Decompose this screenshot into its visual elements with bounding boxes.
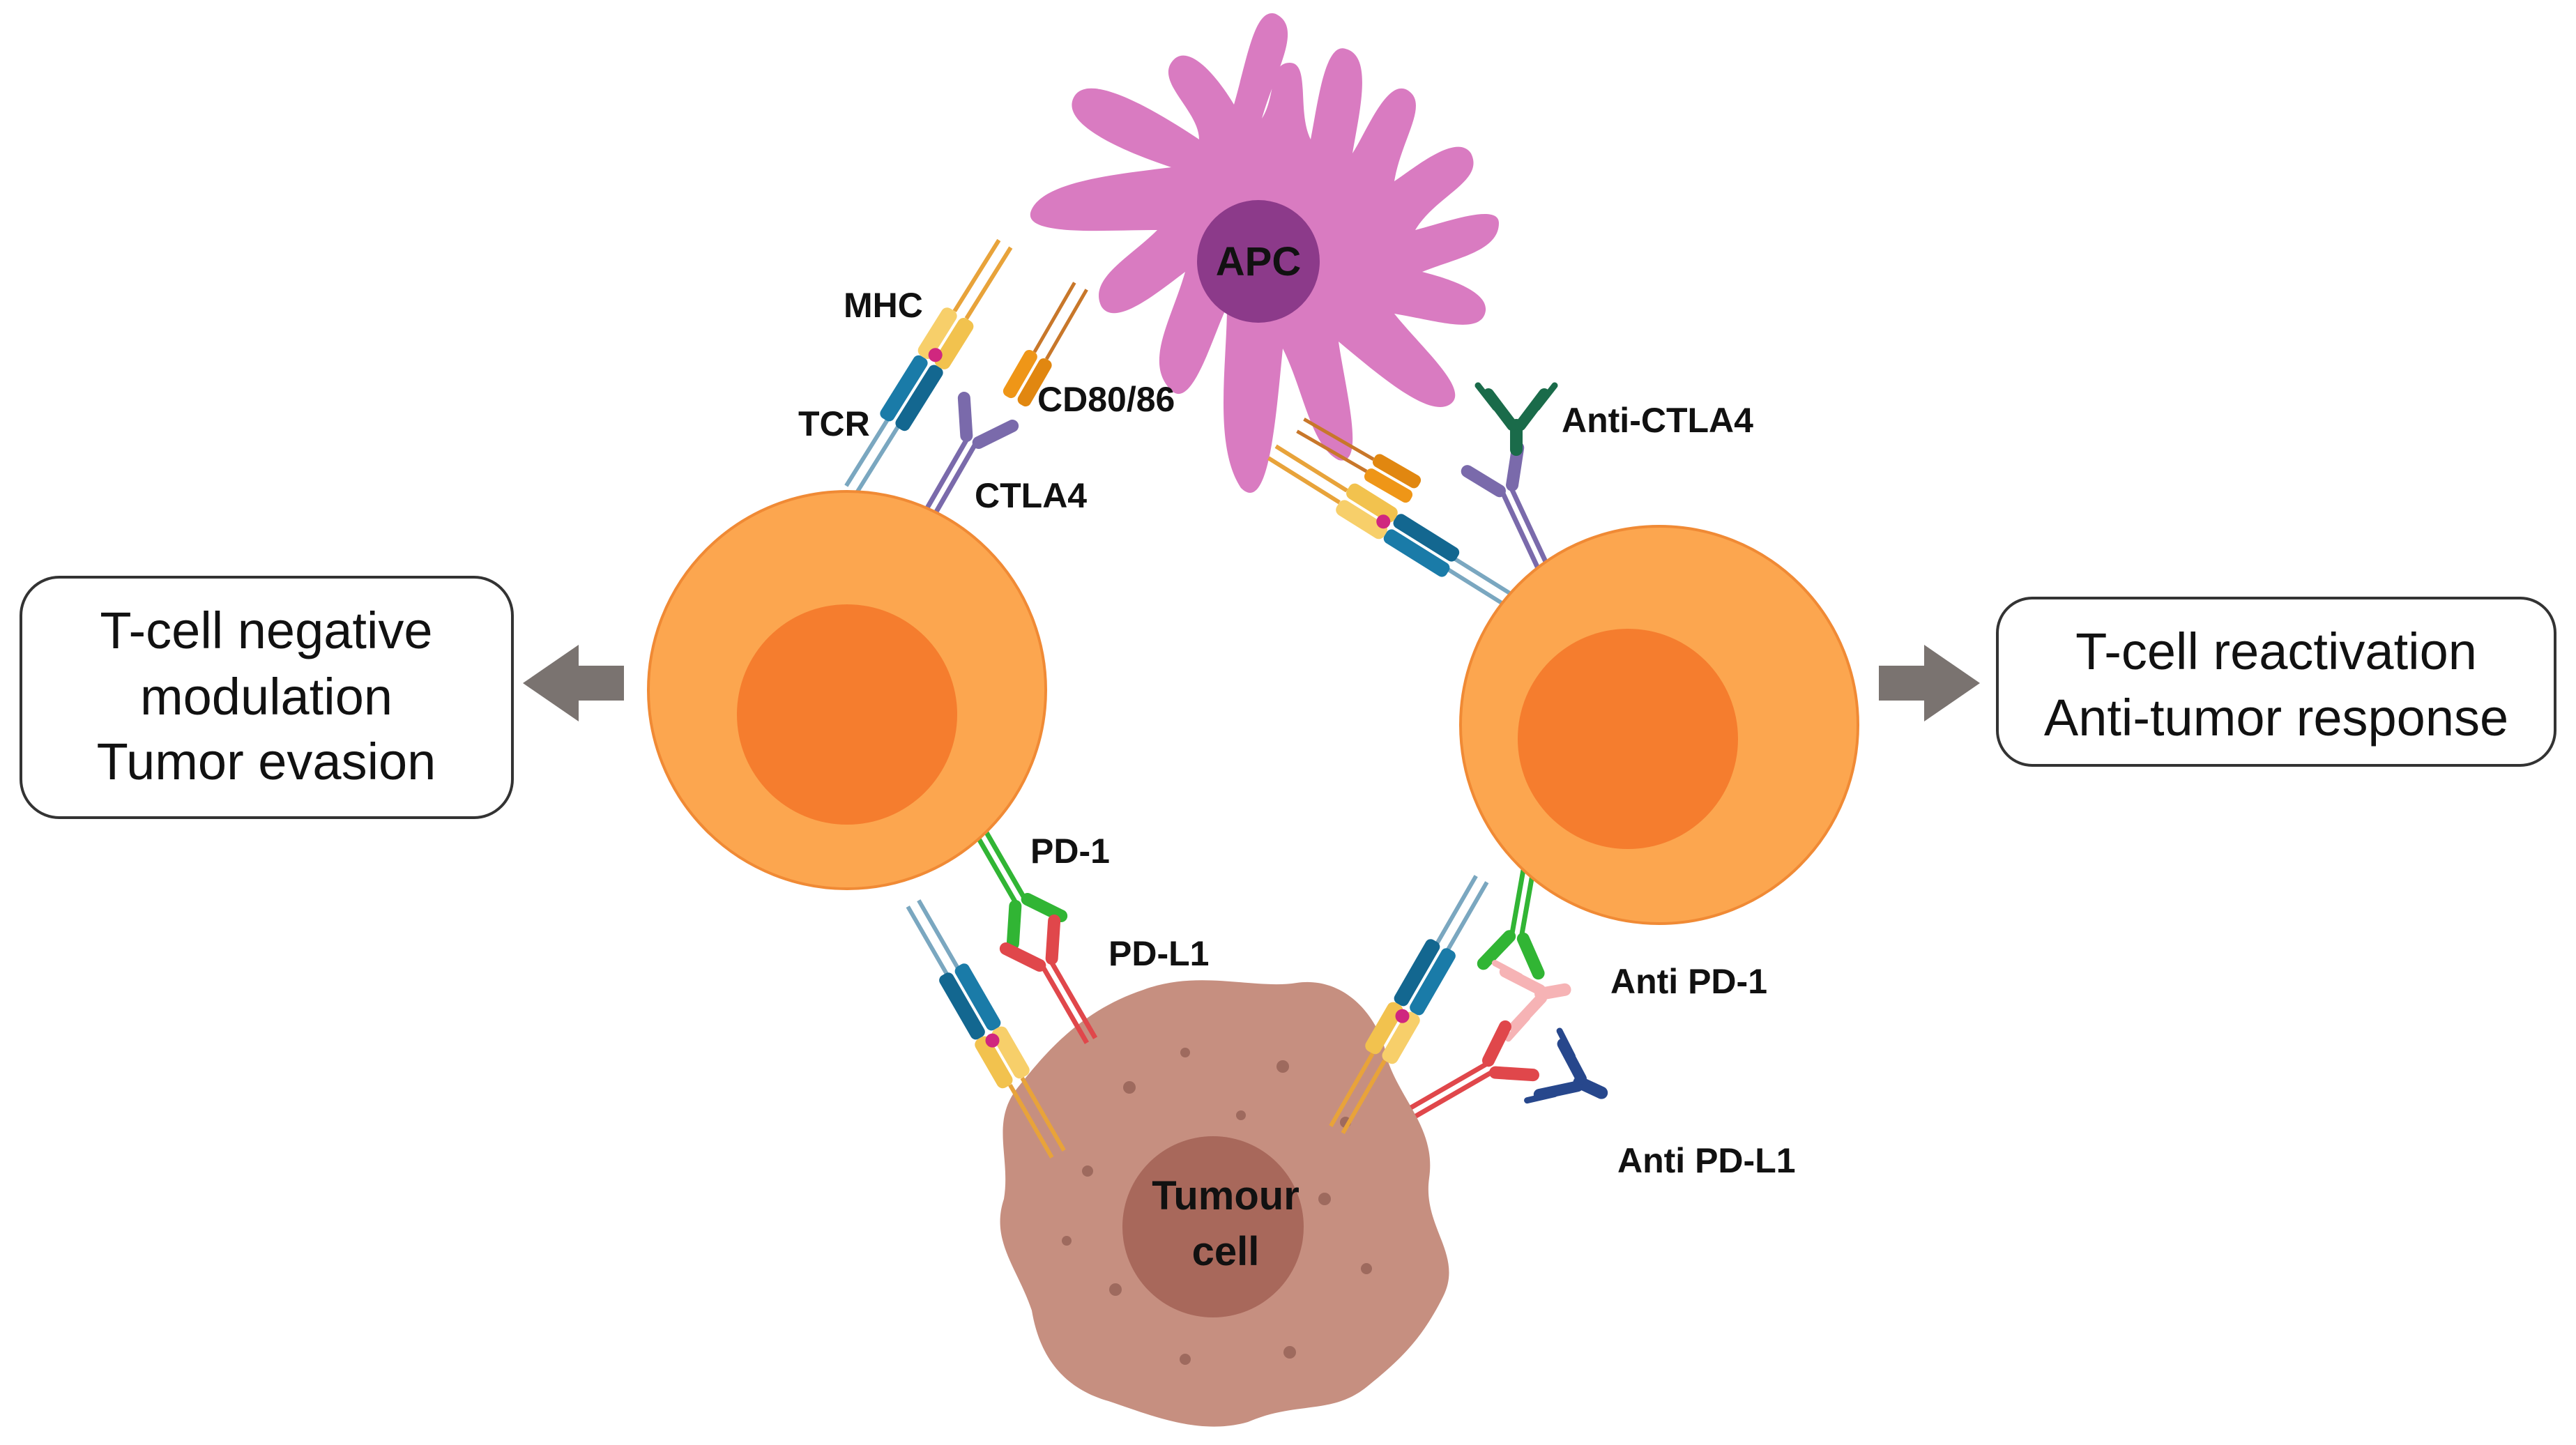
apc-label: APC [1216,239,1301,284]
left-t-cell [647,490,1047,890]
left-arrow [523,645,624,721]
left-box-line1: T-cell negative [100,602,432,659]
left-outcome-box: T-cell negative modulation Tumor evasion [20,576,514,819]
left-box-line2: modulation [140,668,393,726]
pd1-label: PD-1 [1030,832,1110,871]
anti-pd1-label: Anti PD-1 [1610,962,1767,1001]
tcr-label: TCR [798,404,870,443]
ctla4-label: CTLA4 [975,476,1087,515]
right-t-cell [1459,525,1859,925]
right-box-line1: T-cell reactivation [2075,622,2477,680]
tumour-label-line1: Tumour [1152,1173,1300,1218]
anti-pdl1-label: Anti PD-L1 [1617,1141,1796,1180]
left-box-line3: Tumor evasion [97,733,436,790]
right-arrow [1879,645,1980,721]
right-box-line2: Anti-tumor response [2044,689,2508,747]
tumour-label-line2: cell [1192,1229,1260,1274]
mhc-label: MHC [844,286,923,325]
anti-ctla4-label: Anti-CTLA4 [1562,401,1753,440]
cd80-86-label: CD80/86 [1037,380,1175,419]
apc-cell: APC [1030,13,1499,494]
right-outcome-box: T-cell reactivation Anti-tumor response [1996,597,2556,767]
pdl1-label: PD-L1 [1108,934,1209,973]
tumour-cell: Tumour cell [1000,980,1449,1427]
